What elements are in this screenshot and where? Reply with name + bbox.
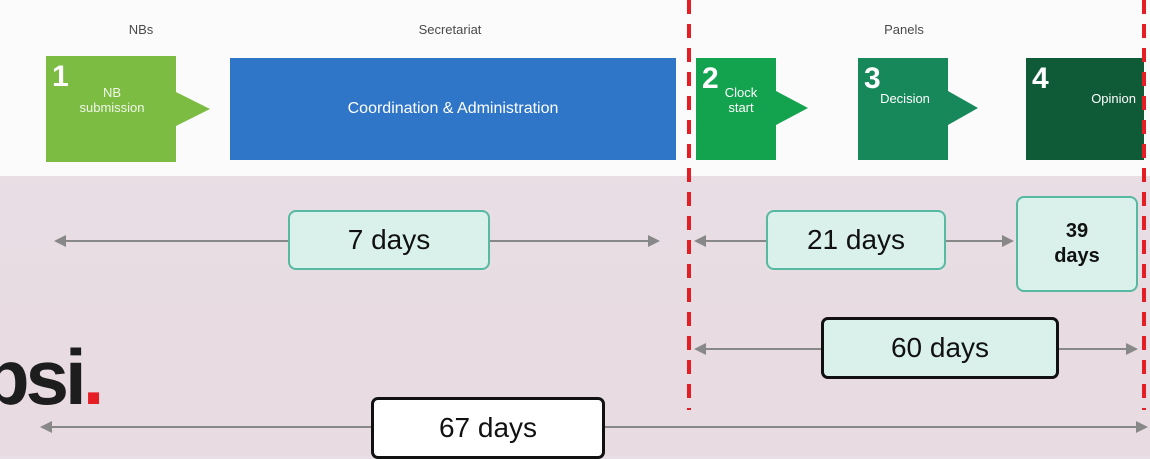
step-4-number: 4 <box>1032 62 1049 95</box>
section-panels-label: Panels <box>884 22 924 37</box>
arrow-7-days-right-head-icon <box>648 235 660 247</box>
step-2-number: 2 <box>702 62 719 95</box>
step-2-label: Clock start <box>724 85 758 115</box>
step-3-decision: 3 Decision <box>858 58 948 160</box>
duration-39-days: 39 days <box>1016 196 1138 292</box>
coordination-label: Coordination & Administration <box>347 100 559 117</box>
bsi-logo-dot: . <box>82 333 105 421</box>
step-4-opinion: 4 Opinion <box>1026 58 1144 160</box>
panel-start-divider <box>687 0 691 410</box>
step-1-arrow-icon <box>176 92 210 126</box>
step-1-nb-submission: 1 NB submission <box>46 56 176 162</box>
arrow-21-days-left-head-icon <box>694 235 706 247</box>
arrow-21-days-right-head-icon <box>1002 235 1014 247</box>
bsi-logo: bsi. <box>0 338 104 416</box>
step-3-arrow-icon <box>948 91 978 125</box>
step-3-number: 3 <box>864 62 881 95</box>
duration-39-unit: days <box>1054 245 1100 267</box>
step-1-label: NB submission <box>79 85 145 115</box>
duration-39-number: 39 <box>1065 220 1089 242</box>
section-nbs-label: NBs <box>128 22 154 37</box>
duration-67-days: 67 days <box>371 397 605 459</box>
step-2-clock-start: 2 Clock start <box>696 58 776 160</box>
arrow-67-days-right-head-icon <box>1136 421 1148 433</box>
bsi-logo-text: bsi <box>0 333 87 421</box>
arrow-60-days-left-head-icon <box>694 343 706 355</box>
step-2-arrow-icon <box>776 91 808 125</box>
arrow-67-days-left-head-icon <box>40 421 52 433</box>
duration-21-days: 21 days <box>766 210 946 270</box>
panel-end-divider <box>1142 0 1146 410</box>
duration-7-days: 7 days <box>288 210 490 270</box>
step-1-number: 1 <box>52 60 69 93</box>
arrow-60-days-right-head-icon <box>1126 343 1138 355</box>
section-secretariat-label: Secretariat <box>418 22 482 37</box>
arrow-7-days-left-head-icon <box>54 235 66 247</box>
coordination-box: Coordination & Administration <box>230 58 676 160</box>
step-4-label: Opinion <box>1091 91 1136 106</box>
step-3-label: Decision <box>880 91 930 106</box>
duration-60-days: 60 days <box>821 317 1059 379</box>
